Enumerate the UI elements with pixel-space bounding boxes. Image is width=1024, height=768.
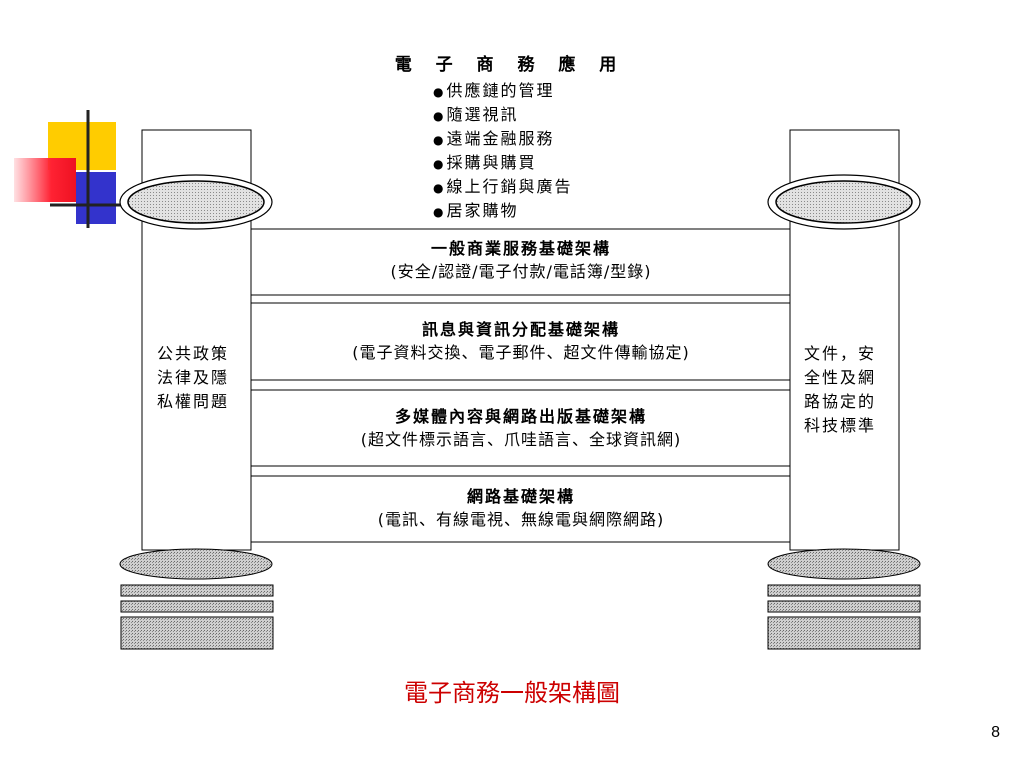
left-capital-inner bbox=[127, 180, 265, 224]
left-pillar-base bbox=[119, 548, 274, 650]
right-pillar-line: 文件，安 bbox=[804, 344, 877, 363]
layer-title: 一般商業服務基礎架構 bbox=[430, 239, 611, 258]
diagram-caption: 電子商務一般架構圖 bbox=[404, 679, 620, 707]
layer-title: 網路基礎架構 bbox=[466, 487, 575, 506]
applications-title: 電 子 商 務 應 用 bbox=[394, 55, 626, 75]
application-item: 居家購物 bbox=[433, 199, 573, 223]
layer-title: 多媒體內容與網路出版基礎架構 bbox=[394, 407, 647, 426]
layer-subtitle: (電訊、有線電視、無線電與網際網路) bbox=[377, 510, 665, 529]
right-pillar-line: 科技標準 bbox=[804, 416, 877, 435]
page-number: 8 bbox=[991, 724, 1000, 741]
left-pillar-line: 法律及隱 bbox=[157, 368, 230, 387]
layer-network-infrastructure: 網路基礎架構 (電訊、有線電視、無線電與網際網路) bbox=[252, 486, 790, 532]
applications-list: 供應鏈的管理 隨選視訊 遠端金融服務 採購與購買 線上行銷與廣告 居家購物 bbox=[433, 79, 573, 223]
application-item: 採購與購買 bbox=[433, 151, 573, 175]
left-pillar-line: 私權問題 bbox=[157, 392, 230, 411]
layer-message-distribution: 訊息與資訊分配基礎架構 (電子資料交換、電子郵件、超文件傳輸協定) bbox=[252, 319, 790, 365]
slide-logo bbox=[14, 110, 126, 228]
right-pillar-line: 路協定的 bbox=[804, 392, 877, 411]
right-pillar-base bbox=[767, 548, 921, 650]
left-pillar-label: 公共政策 法律及隱 私權問題 bbox=[157, 342, 229, 414]
application-item: 隨選視訊 bbox=[433, 103, 573, 127]
logo-blue-square bbox=[76, 172, 116, 224]
layer-bands bbox=[251, 228, 790, 543]
right-capital-inner bbox=[775, 180, 913, 224]
logo-red-square bbox=[14, 158, 76, 202]
layer-multimedia-publishing: 多媒體內容與網路出版基礎架構 (超文件標示語言、爪哇語言、全球資訊網) bbox=[252, 406, 790, 452]
application-item: 供應鏈的管理 bbox=[433, 79, 573, 103]
right-pillar-label: 文件，安 全性及網 路協定的 科技標準 bbox=[804, 342, 876, 438]
application-item: 線上行銷與廣告 bbox=[433, 175, 573, 199]
layer-subtitle: (安全/認證/電子付款/電話簿/型錄) bbox=[390, 262, 652, 281]
right-pillar-line: 全性及網 bbox=[804, 368, 877, 387]
application-item: 遠端金融服務 bbox=[433, 127, 573, 151]
left-pillar-line: 公共政策 bbox=[157, 344, 230, 363]
layer-title: 訊息與資訊分配基礎架構 bbox=[421, 320, 620, 339]
layer-subtitle: (電子資料交換、電子郵件、超文件傳輸協定) bbox=[352, 343, 690, 362]
layer-subtitle: (超文件標示語言、爪哇語言、全球資訊網) bbox=[360, 430, 682, 449]
layer-general-business-services: 一般商業服務基礎架構 (安全/認證/電子付款/電話簿/型錄) bbox=[252, 238, 790, 284]
